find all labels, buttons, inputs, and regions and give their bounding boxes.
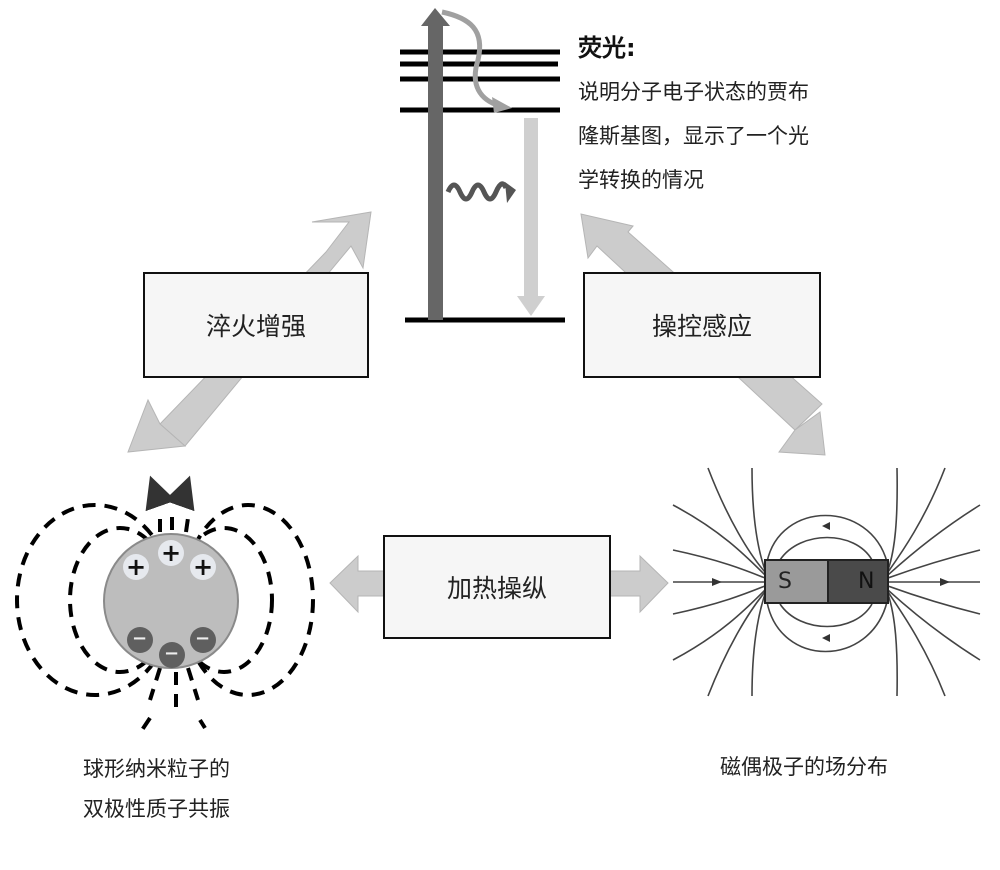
heating-label: 加热操纵 [446, 574, 547, 603]
excitation-arrow [421, 8, 450, 320]
positive-charge-3: + [193, 553, 214, 581]
magnet-north-pole [827, 559, 889, 604]
fluorescence-description-line-2: 隆斯基图，显示了一个光 [578, 124, 809, 148]
fluorescence-title: 荧光: [578, 34, 636, 62]
positive-charge-1: + [126, 553, 147, 581]
quenching-box: 淬火增强 [143, 272, 369, 378]
magnet-caption: 磁偶极子的场分布 [720, 755, 888, 779]
magnet-south-label: S [778, 569, 792, 594]
field-arrow-left [145, 475, 176, 512]
field-arrow-right [164, 475, 195, 512]
vibrational-relaxation-arrow [441, 9, 501, 109]
nonradiative-wavy-arrow [445, 181, 509, 202]
fluorescence-description-line-1: 说明分子电子状态的贾布 [578, 80, 809, 104]
sensing-box: 操控感应 [583, 272, 821, 378]
nonradiative-arrowhead [505, 182, 516, 203]
negative-charge-1: − [132, 628, 148, 649]
jablonski-diagram [400, 8, 565, 323]
negative-charge-3: − [195, 628, 211, 649]
field-direction-arrows [712, 522, 950, 642]
magnet-south-pole [764, 559, 829, 604]
vibrational-relaxation-arrowhead [492, 97, 512, 113]
negative-charges [127, 627, 216, 668]
fluorescence-description-line-3: 学转换的情况 [578, 168, 704, 192]
nanoparticle-caption-line-1: 球形纳米粒子的 [83, 757, 230, 781]
magnetic-field-lines [672, 467, 981, 697]
sensing-label: 操控感应 [651, 312, 752, 341]
magnet-north-label: N [858, 569, 875, 594]
heating-box: 加热操纵 [383, 535, 611, 639]
positive-charge-2: + [161, 539, 182, 567]
negative-charge-2: − [164, 643, 180, 664]
nanoparticle-figure [15, 475, 315, 732]
nanoparticle-caption-line-2: 双极性质子共振 [83, 797, 230, 821]
magnet-figure [672, 467, 981, 697]
positive-charges [123, 540, 216, 580]
emission-arrow [517, 118, 545, 316]
quenching-label: 淬火增强 [205, 312, 306, 341]
